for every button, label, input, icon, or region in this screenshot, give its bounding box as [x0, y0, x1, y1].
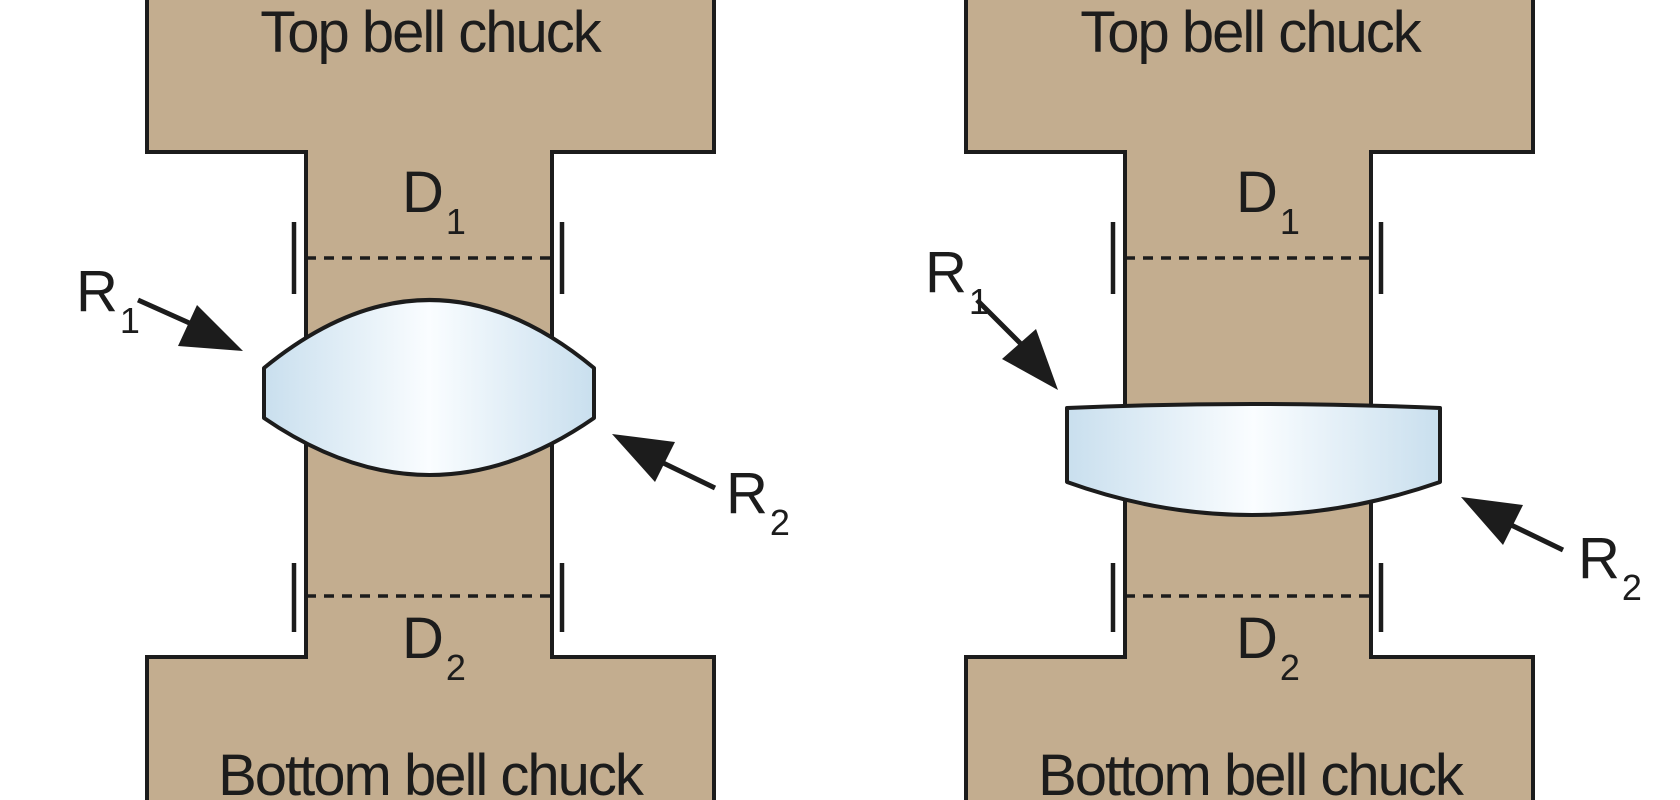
d1-label: D1 — [1236, 160, 1300, 242]
panel-biconvex: Top bell chuck Bottom bell chuck D1 D2 R… — [76, 0, 790, 800]
bottom-chuck-label: Bottom bell chuck — [218, 743, 645, 800]
r2-label: R2 — [1578, 526, 1642, 608]
d2-label: D2 — [402, 606, 466, 688]
r2-arrow-shaft — [653, 456, 717, 491]
d2-letter: D — [402, 606, 444, 671]
d1-letter: D — [1236, 160, 1278, 225]
r1-label: R1 — [76, 259, 140, 341]
d1-subscript: 1 — [1280, 201, 1300, 242]
r2-subscript: 2 — [1622, 567, 1642, 608]
biconvex-lens — [262, 298, 596, 477]
r2-arrow-head — [612, 434, 675, 482]
r2-label: R2 — [726, 461, 790, 543]
r2-letter: R — [1578, 526, 1620, 591]
top-chuck-label: Top bell chuck — [260, 0, 603, 65]
r1-label: R1 — [925, 240, 989, 322]
r1-arrow-head — [1002, 329, 1058, 390]
r1-arrow-head — [178, 305, 243, 351]
d1-label: D1 — [402, 160, 466, 242]
d2-subscript: 2 — [446, 647, 466, 688]
r1-letter: R — [76, 259, 118, 324]
bottom-chuck-label: Bottom bell chuck — [1038, 743, 1465, 800]
top-chuck-label: Top bell chuck — [1080, 0, 1423, 65]
panel-meniscus: Top bell chuck Bottom bell chuck D1 D2 R… — [925, 0, 1642, 800]
r2-subscript: 2 — [770, 502, 790, 543]
r2-letter: R — [726, 461, 768, 526]
r1-subscript: 1 — [120, 300, 140, 341]
bell-chuck-body — [964, 0, 1535, 800]
r1-subscript: 1 — [969, 281, 989, 322]
d1-letter: D — [402, 160, 444, 225]
r1-arrow-shaft — [975, 298, 1025, 348]
meniscus-lens — [1065, 402, 1442, 517]
d2-subscript: 2 — [1280, 647, 1300, 688]
r2-arrow-head — [1461, 497, 1523, 545]
r1-letter: R — [925, 240, 967, 305]
d2-label: D2 — [1236, 606, 1300, 688]
d1-subscript: 1 — [446, 201, 466, 242]
d2-letter: D — [1236, 606, 1278, 671]
r2-arrow-shaft — [1505, 520, 1565, 553]
